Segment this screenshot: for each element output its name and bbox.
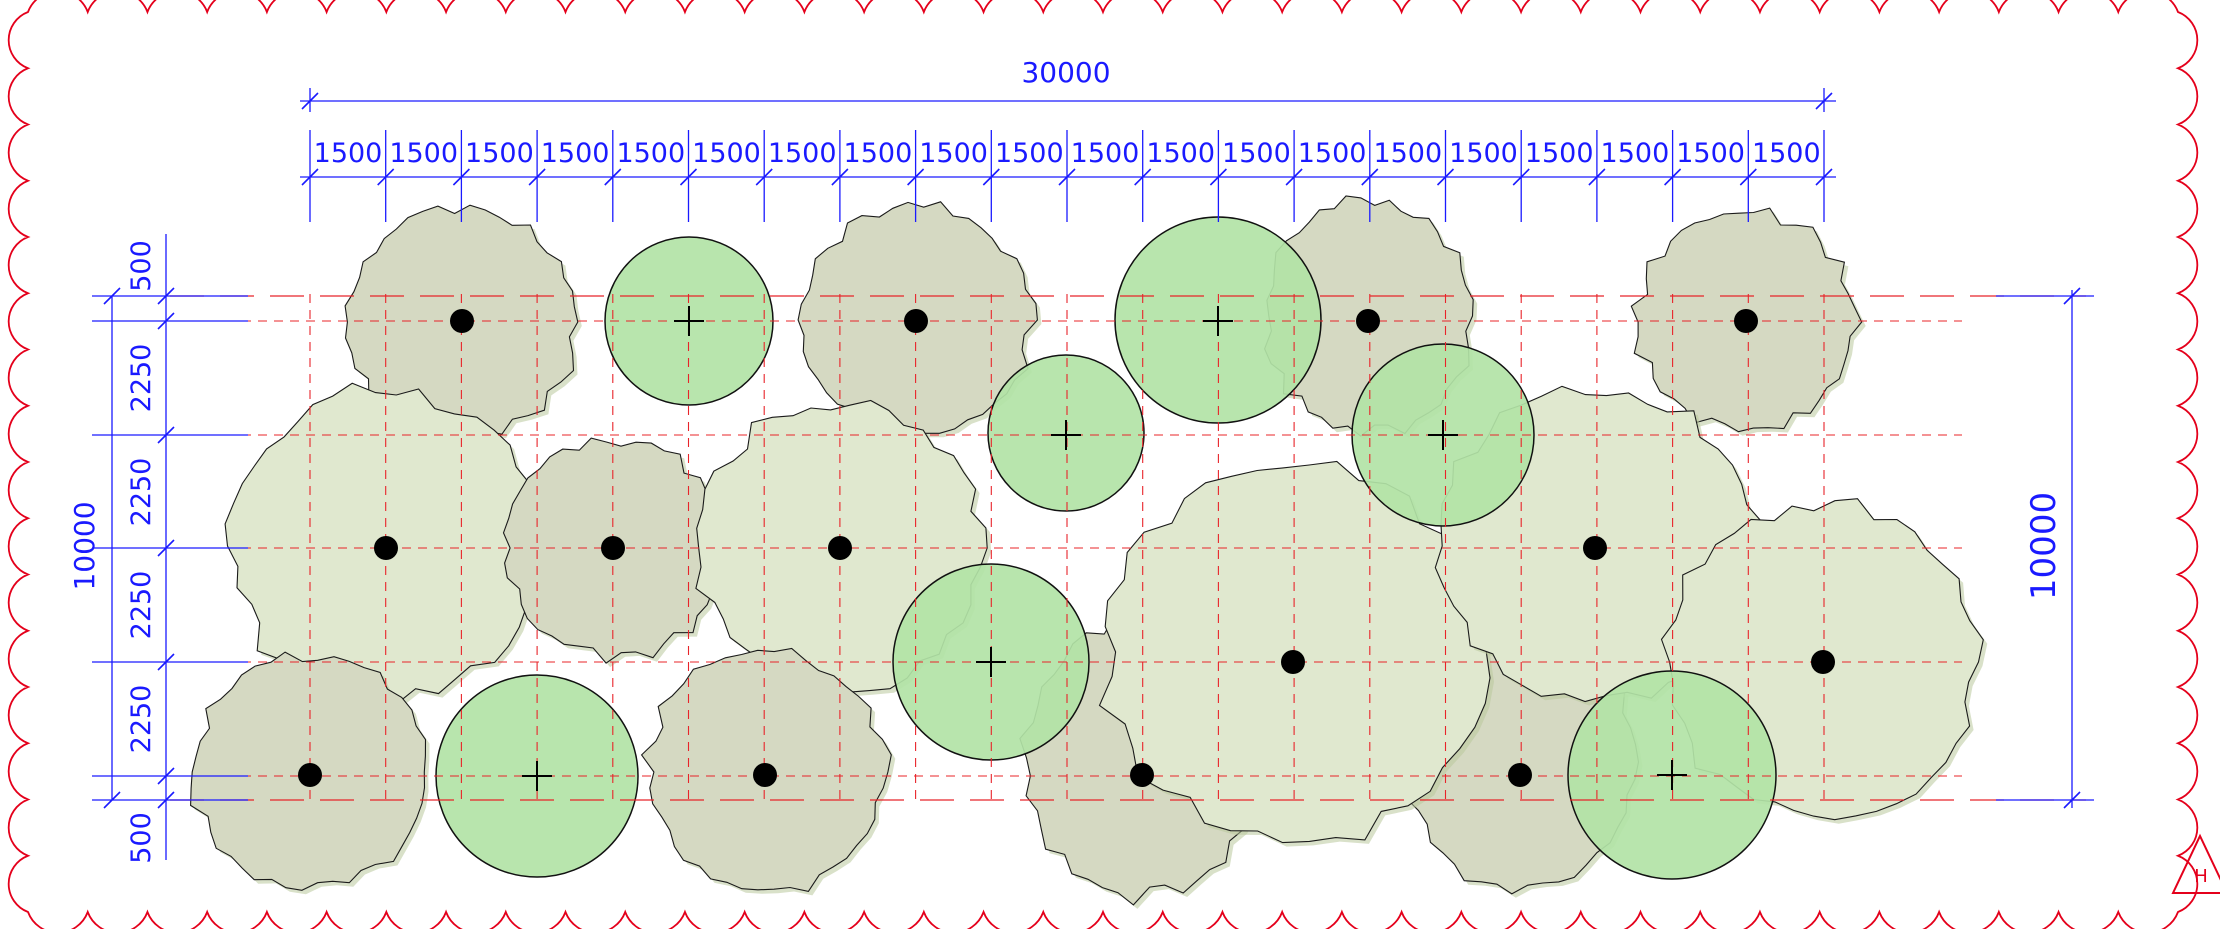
setting-out-grid xyxy=(170,294,2086,801)
overall-width-dimension: 30000 xyxy=(1021,56,1110,89)
new-tree-centre-cross xyxy=(674,306,704,336)
column-spacing-label: 1500 xyxy=(995,138,1064,169)
dimension-tick xyxy=(103,287,121,305)
dimension-tick xyxy=(1739,168,1757,186)
dimension-tick xyxy=(157,312,175,330)
dimension-tick xyxy=(377,168,395,186)
column-spacing-label: 1500 xyxy=(1676,138,1745,169)
column-spacing-label: 1500 xyxy=(768,138,837,169)
dimension-tick xyxy=(103,791,121,809)
dimension-tick xyxy=(1815,168,1833,186)
dimension-tick xyxy=(831,168,849,186)
row-spacing-label: 2250 xyxy=(126,685,157,754)
existing-tree-centre-dot xyxy=(828,536,852,560)
dimension-tick xyxy=(907,168,925,186)
row-spacing-label: 500 xyxy=(126,812,157,864)
dimension-tick xyxy=(1058,168,1076,186)
column-spacing-label: 1500 xyxy=(919,138,988,169)
row-spacing-labels: 500 2250 2250 2250 2250 500 xyxy=(126,240,157,864)
dimension-tick xyxy=(604,168,622,186)
existing-tree-centre-dot xyxy=(1508,763,1532,787)
dimension-tick xyxy=(2063,287,2081,305)
row-spacing-label: 2250 xyxy=(126,571,157,640)
tree-canopies xyxy=(190,195,1988,909)
existing-tree-centre-dot xyxy=(1811,650,1835,674)
new-tree-centre-cross xyxy=(522,761,552,791)
new-tree-centre-cross xyxy=(1051,420,1081,450)
column-spacing-label: 1500 xyxy=(465,138,534,169)
existing-tree-centre-dot xyxy=(601,536,625,560)
dimension-tick xyxy=(2063,791,2081,809)
dimension-tick xyxy=(755,168,773,186)
row-spacing-label: 2250 xyxy=(126,458,157,527)
triangle-marker-icon xyxy=(2171,833,2220,894)
existing-tree-centre-dot xyxy=(298,763,322,787)
column-spacing-label: 1500 xyxy=(844,138,913,169)
existing-tree-centre-dot xyxy=(450,309,474,333)
dimension-tick xyxy=(1436,168,1455,186)
dimension-tick xyxy=(1134,168,1152,186)
column-spacing-label: 1500 xyxy=(1601,138,1670,169)
dimension-tick xyxy=(1361,168,1379,186)
existing-tree-centre-dot xyxy=(1734,309,1758,333)
dimension-tick xyxy=(1588,168,1606,186)
column-spacing-label: 1500 xyxy=(1222,138,1291,169)
drawing-marker: H xyxy=(2171,833,2220,894)
column-spacing-label: 1500 xyxy=(692,138,761,169)
existing-tree-centre-dot xyxy=(374,536,398,560)
column-spacing-label: 1500 xyxy=(1071,138,1140,169)
dimension-tick xyxy=(157,539,175,557)
existing-tree-centre-dot xyxy=(753,763,777,787)
dimension-tick xyxy=(157,287,175,305)
dimension-tick xyxy=(157,653,175,671)
column-spacing-label: 1500 xyxy=(1298,138,1367,169)
dimension-tick xyxy=(982,168,1000,186)
dimension-tick xyxy=(301,168,319,186)
column-spacing-label: 1500 xyxy=(1752,138,1821,169)
dimension-tick xyxy=(1664,168,1682,186)
row-spacing-label: 2250 xyxy=(126,344,157,413)
column-spacing-label: 1500 xyxy=(389,138,458,169)
marker-label: H xyxy=(2194,866,2208,887)
column-spacing-label: 1500 xyxy=(1373,138,1442,169)
new-tree-centre-cross xyxy=(1428,420,1458,450)
site-boundary xyxy=(7,0,2199,934)
dimension-tick xyxy=(1815,92,1833,110)
column-spacing-label: 1500 xyxy=(1525,138,1594,169)
existing-tree-centre-dot xyxy=(904,309,928,333)
scalloped-boundary-line xyxy=(7,0,2199,934)
dimension-tick xyxy=(679,168,698,186)
column-spacing-label: 1500 xyxy=(1146,138,1215,169)
tree-centre-markers xyxy=(298,306,1835,791)
existing-tree-centre-dot xyxy=(1130,763,1154,787)
new-tree-centre-cross xyxy=(1657,760,1687,790)
dimension-tick xyxy=(1512,168,1530,186)
dimension-tick xyxy=(452,168,470,186)
column-spacing-label: 1500 xyxy=(1449,138,1518,169)
overall-height-dimension-right: 10000 xyxy=(2024,492,2064,600)
new-tree-centre-cross xyxy=(976,647,1006,677)
dimension-tick xyxy=(1285,168,1303,186)
existing-tree-centre-dot xyxy=(1356,309,1380,333)
column-spacing-label: 1500 xyxy=(616,138,685,169)
column-spacing-label: 1500 xyxy=(541,138,610,169)
dimension-tick xyxy=(157,791,175,809)
dimension-tick xyxy=(301,92,319,110)
dimension-tick xyxy=(1209,168,1227,186)
overall-height-dimension-left: 10000 xyxy=(68,501,101,590)
row-spacing-label: 500 xyxy=(126,240,157,292)
dimension-tick xyxy=(157,426,175,444)
existing-tree-centre-dot xyxy=(1583,536,1607,560)
column-spacing-label: 1500 xyxy=(314,138,383,169)
new-tree-centre-cross xyxy=(1203,306,1233,336)
dimension-tick xyxy=(157,767,175,785)
dimension-tick xyxy=(528,168,546,186)
existing-tree-centre-dot xyxy=(1281,650,1305,674)
